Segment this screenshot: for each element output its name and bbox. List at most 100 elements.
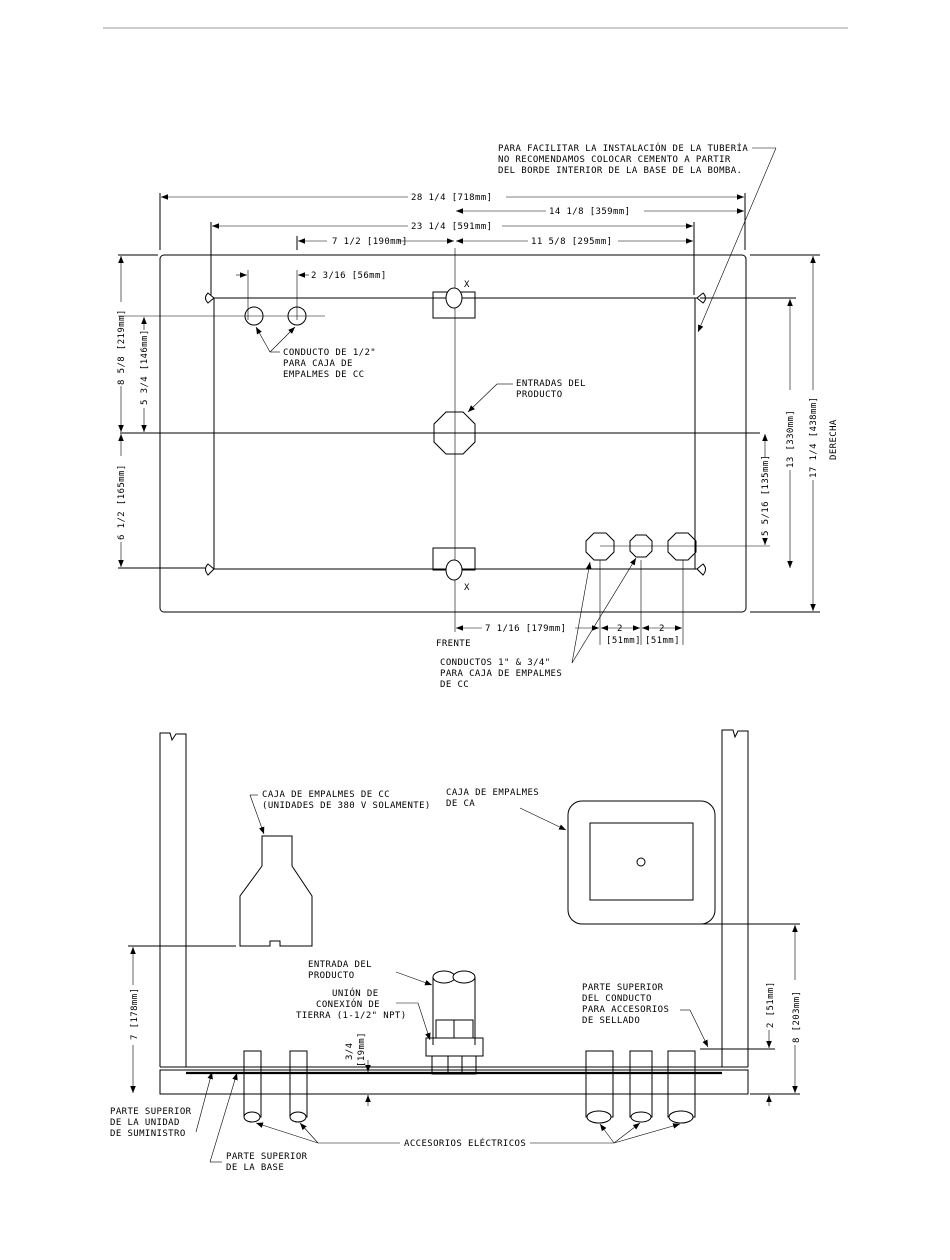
svg-text:PARA CAJA DE: PARA CAJA DE [283,359,353,369]
svg-text:PRODUCTO: PRODUCTO [308,971,355,981]
conduit-1in-octagon-2 [629,534,653,558]
svg-text:CONDUCTO DE 1/2": CONDUCTO DE 1/2" [283,348,376,358]
electrical-fitting-right-2 [629,1050,653,1123]
svg-text:DE SUMINISTRO: DE SUMINISTRO [110,1129,186,1139]
svg-text:8 [203mm]: 8 [203mm] [792,991,802,1043]
label-right: DERECHA [829,419,839,460]
label-conduits-1in: CONDUCTOS 1" & 3/4" PARA CAJA DE EMPALME… [440,557,637,690]
dim-side-left: 7 [178mm] [130,947,140,1093]
product-entry-octagon [433,411,476,455]
svg-text:28 1/4 [718mm]: 28 1/4 [718mm] [411,193,492,203]
left-upright [159,732,187,1067]
svg-text:7 1/2 [190mm]: 7 1/2 [190mm] [332,237,408,247]
svg-text:CONEXIÓN DE: CONEXIÓN DE [316,998,380,1010]
electrical-fitting-right-1 [585,1050,614,1124]
svg-text:PARTE SUPERIOR: PARTE SUPERIOR [226,1152,308,1162]
dim-half-width: 14 1/8 [359mm] [456,207,744,217]
label-product-entries: ENTRADAS DEL PRODUCTO [467,379,586,413]
svg-text:2: 2 [617,624,623,634]
dim-right-offset: 11 5/8 [295mm] [456,237,693,247]
svg-text:EMPALMES DE CC: EMPALMES DE CC [283,370,364,380]
cc-junction-box [239,835,313,947]
svg-text:3/4: 3/4 [345,1043,355,1060]
svg-text:CAJA DE EMPALMES: CAJA DE EMPALMES [446,788,539,798]
svg-text:5 5/16 [135mm]: 5 5/16 [135mm] [761,455,771,536]
svg-text:2: 2 [659,624,665,634]
dim-bottom-spacing-1: 2 [51mm] [601,624,641,646]
svg-text:23 1/4 [591mm]: 23 1/4 [591mm] [411,222,492,232]
label-cc-box: CAJA DE EMPALMES DE CC (UNIDADES DE 380 … [249,790,431,835]
svg-text:7 [178mm]: 7 [178mm] [130,988,140,1040]
svg-text:17 1/4 [438mm]: 17 1/4 [438mm] [809,397,819,478]
label-conduit-top: PARTE SUPERIOR DEL CONDUCTO PARA ACCESOR… [582,983,709,1048]
electrical-fitting-right-3 [667,1050,696,1124]
label-base-top: PARTE SUPERIOR DE LA BASE [209,1072,308,1173]
conduit-1in-octagon-3 [667,532,697,561]
svg-text:DE CA: DE CA [446,799,475,809]
svg-text:ACCESORIOS ELÉCTRICOS: ACCESORIOS ELÉCTRICOS [404,1137,526,1149]
svg-text:ENTRADA DEL: ENTRADA DEL [308,960,372,970]
svg-text:2 3/16 [56mm]: 2 3/16 [56mm] [311,271,387,281]
svg-text:PRODUCTO: PRODUCTO [516,390,563,400]
ca-junction-box [567,800,716,925]
svg-text:DEL CONDUCTO: DEL CONDUCTO [582,994,652,1004]
svg-text:11 5/8 [295mm]: 11 5/8 [295mm] [531,237,612,247]
label-conduit-half: CONDUCTO DE 1/2" PARA CAJA DE EMPALMES D… [255,326,376,380]
dim-left-offset: 7 1/2 [190mm] [298,237,454,247]
dim-bolt-width: 23 1/4 [591mm] [212,222,693,232]
dim-left-lower: 6 1/2 [165mm] [117,434,127,567]
label-front: FRENTE [436,639,471,649]
svg-text:PARA ACCESORIOS: PARA ACCESORIOS [582,1005,669,1015]
svg-text:PARA CAJA DE EMPALMES: PARA CAJA DE EMPALMES [440,669,562,679]
dim-overall-width: 28 1/4 [718mm] [161,193,744,203]
dim-left-mid: 5 3/4 [146mm] [140,317,150,432]
svg-text:ENTRADAS DEL: ENTRADAS DEL [516,379,586,389]
dim-bottom-spacing-2: 2 [51mm] [642,624,682,646]
label-ca-box: CAJA DE EMPALMES DE CA [446,788,567,831]
svg-text:DE LA UNIDAD: DE LA UNIDAD [110,1118,180,1128]
label-supply-top: PARTE SUPERIOR DE LA UNIDAD DE SUMINISTR… [110,1071,213,1139]
svg-text:CAJA DE EMPALMES DE CC: CAJA DE EMPALMES DE CC [262,790,390,800]
svg-text:2 [51mm]: 2 [51mm] [766,981,776,1028]
label-ground-union: UNIÓN DE CONEXIÓN DE TIERRA (1-1/2" NPT) [296,987,431,1041]
dim-side-conduit-top: 2 [51mm] [766,981,776,1106]
svg-text:13 [330mm]: 13 [330mm] [786,410,796,468]
svg-text:7 1/16 [179mm]: 7 1/16 [179mm] [485,624,566,634]
base-plate [159,1069,749,1095]
svg-text:DE SELLADO: DE SELLADO [582,1016,640,1026]
svg-text:8 5/8 [219mm]: 8 5/8 [219mm] [117,309,127,385]
conduit-1in-octagon-1 [585,532,615,561]
dim-right-bolt: 13 [330mm] [786,299,796,568]
svg-text:CONDUCTOS 1" & 3/4": CONDUCTOS 1" & 3/4" [440,658,551,668]
electrical-fitting-left-1 [243,1050,262,1123]
svg-text:[51mm]: [51mm] [606,636,641,646]
side-view: 7 [178mm] 3/4 [19mm] 2 [51mm] 8 [203mm] … [110,729,802,1173]
right-upright [721,729,749,1067]
note-pipe-installation: PARA FACILITAR LA INSTALACIÓN DE LA TUBE… [498,142,777,333]
marker-x-top: X [464,280,470,290]
svg-text:6 1/2 [165mm]: 6 1/2 [165mm] [117,464,127,540]
inner-bolt-rectangle [205,292,706,576]
svg-text:[51mm]: [51mm] [645,636,680,646]
svg-text:5 3/4 [146mm]: 5 3/4 [146mm] [140,329,150,405]
svg-text:PARTE SUPERIOR: PARTE SUPERIOR [110,1107,192,1117]
svg-text:PARA FACILITAR LA INSTALACIÓN: PARA FACILITAR LA INSTALACIÓN DE LA TUBE… [498,142,748,154]
dim-side-ca-box: 8 [203mm] [792,925,802,1093]
svg-text:NO RECOMENDAMOS COLOCAR CEMENT: NO RECOMENDAMOS COLOCAR CEMENTO A PARTIR [498,155,731,165]
dim-conduit-spacing: 2 3/16 [56mm] [236,271,387,281]
marker-x-bottom: X [464,583,470,593]
label-electrical-fittings: ACCESORIOS ELÉCTRICOS [255,1122,681,1149]
svg-text:PARTE SUPERIOR: PARTE SUPERIOR [582,983,664,993]
top-view: X X 28 1/4 [718mm] 14 1/8 [359m [117,142,839,690]
product-entry-pipe [425,970,484,1075]
svg-text:[19mm]: [19mm] [357,1032,367,1067]
svg-text:(UNIDADES DE 380 V SOLAMENTE): (UNIDADES DE 380 V SOLAMENTE) [262,801,431,811]
dim-right-overall: 17 1/4 [438mm] [809,256,819,611]
dim-bottom-offset: 7 1/16 [179mm] [456,624,599,634]
lug-bottom [432,547,476,581]
svg-text:TIERRA (1-1/2" NPT): TIERRA (1-1/2" NPT) [296,1011,407,1021]
label-side-product-entry: ENTRADA DEL PRODUCTO [308,960,433,986]
dim-right-conduit: 5 5/16 [135mm] [761,434,771,545]
dim-side-union: 3/4 [19mm] [345,1032,371,1106]
